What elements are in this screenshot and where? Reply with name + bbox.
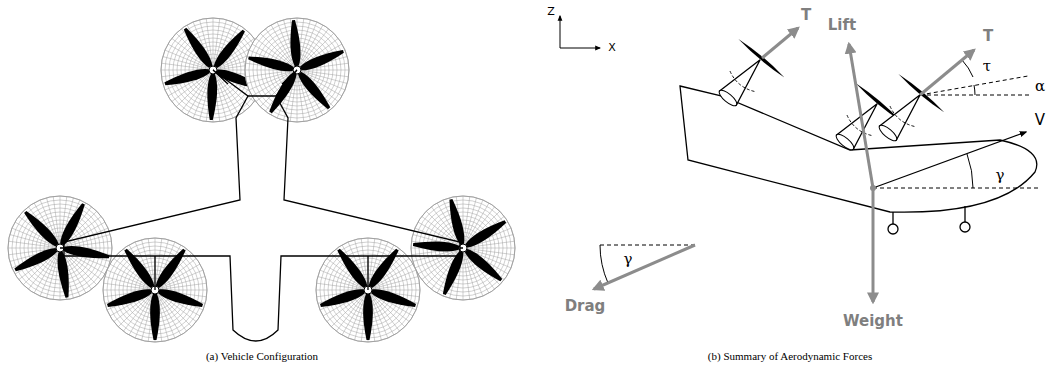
horizon-line (600, 245, 695, 246)
angle-arc (600, 245, 608, 283)
subfigure-caption: (b) Summary of Aerodynamic Forces (708, 350, 872, 362)
fuselage-outline (64, 96, 460, 341)
propeller-blade (299, 47, 345, 73)
lift-vector (849, 44, 873, 188)
x-axis (560, 48, 600, 49)
propeller-blade (106, 287, 153, 310)
wheel (888, 224, 898, 234)
propeller-blade (157, 287, 204, 310)
grid-spoke (463, 248, 515, 249)
nacelle-base (834, 132, 856, 152)
axis-label: X (608, 42, 616, 54)
angle-label: α (1035, 78, 1045, 95)
force-label: T (983, 28, 993, 45)
airframe-top-view (60, 70, 463, 341)
propeller-blade (363, 294, 373, 340)
subfigure-caption: (a) Vehicle Configuration (206, 350, 318, 362)
propeller-blade (13, 245, 59, 274)
force-label: Lift (828, 17, 856, 34)
angle-arc (967, 154, 973, 188)
grid-spoke (213, 18, 214, 70)
nacelle-base (877, 123, 899, 143)
propeller-blade (413, 240, 460, 253)
velocity-label: V (1035, 112, 1045, 129)
grid-spoke (297, 70, 298, 122)
propeller-blade (247, 53, 294, 74)
drag-vector (594, 245, 695, 289)
propeller-blade (206, 74, 217, 120)
propeller-blade (366, 247, 401, 290)
angle-arc (962, 60, 973, 77)
angle-label: γ (996, 167, 1005, 184)
propeller-blade (463, 247, 505, 284)
center-of-gravity (870, 185, 876, 191)
force-label: T (801, 7, 811, 24)
propeller-blade (22, 209, 61, 249)
angle-label: τ (983, 58, 991, 75)
z-axis (560, 16, 561, 48)
propeller-blade (164, 66, 211, 88)
grid-spoke (60, 196, 61, 248)
axis-label: Z (547, 6, 555, 18)
horizon-line (873, 188, 1040, 189)
wheel (960, 222, 970, 232)
horizon-line (920, 95, 1032, 96)
propeller-blade (122, 247, 157, 290)
tilt-arrow (730, 71, 755, 92)
propeller-blade (335, 247, 370, 290)
propeller-blade (296, 70, 333, 112)
gear-strut (892, 212, 893, 224)
propeller-blade (370, 287, 417, 310)
nacelle-base (717, 88, 739, 108)
weight-vector (872, 188, 875, 302)
propeller-blade (63, 244, 110, 262)
body-axis-line (920, 76, 1028, 95)
thrust-vector (762, 28, 798, 58)
angle-arc (974, 85, 975, 95)
tilt-arrow (890, 106, 915, 127)
propeller-blade (440, 250, 466, 296)
propeller-blade (150, 294, 160, 340)
rotor-group (8, 18, 515, 342)
propeller-blade (181, 26, 215, 70)
gear-strut (964, 206, 965, 222)
propeller-blade (446, 198, 467, 245)
propeller-blade (289, 20, 302, 67)
pylon (60, 248, 463, 290)
propeller-blade (319, 287, 366, 310)
propeller-blade (56, 251, 72, 298)
propeller-blade (153, 247, 188, 290)
tail-boom (213, 70, 297, 96)
reference-lines (600, 76, 1040, 245)
axes (560, 16, 600, 48)
propeller-blade (212, 28, 248, 70)
thrust-vector (920, 50, 974, 95)
propeller-blade (464, 217, 508, 250)
angle-label: γ (624, 251, 633, 268)
force-vectors (594, 28, 1026, 302)
velocity-vector (873, 132, 1026, 188)
force-label: Weight (843, 313, 903, 330)
force-label: Drag (565, 298, 606, 315)
tilt-arrow (847, 115, 872, 136)
nacelle-group (717, 39, 944, 152)
